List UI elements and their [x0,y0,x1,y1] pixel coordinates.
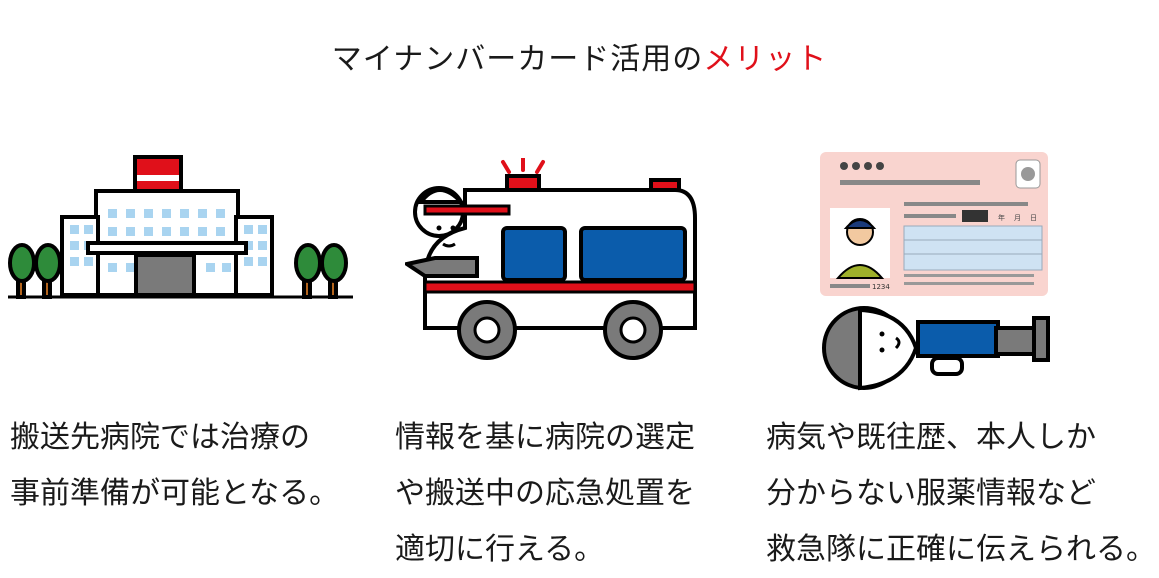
title-prefix: マイナンバーカード活用の [331,42,704,77]
benefit-3-line-3: 救急隊に正確に伝えられる。 [766,532,1156,567]
benefit-3-line-1: 病気や既往歴、本人しか [766,420,1096,455]
page-title: マイナンバーカード活用のメリット [0,34,1159,78]
card-year-label: 年 [998,213,1005,222]
benefit-description-3: 病気や既往歴、本人しか 分からない服薬情報など 救急隊に正確に伝えられる。 [766,410,1156,578]
benefit-3-line-2: 分からない服薬情報など [766,476,1096,511]
card-number: 1234 [872,283,890,291]
benefit-description-1: 搬送先病院では治療の 事前準備が可能となる。 [10,410,339,522]
benefit-description-2: 情報を基に病院の選定 や搬送中の応急処置を 適切に行える。 [395,410,695,578]
hospital-icon [8,155,353,299]
benefit-1-line-1: 搬送先病院では治療の [10,420,310,455]
ambulance-icon [405,158,697,360]
benefit-1-line-2: 事前準備が可能となる。 [10,476,340,511]
title-highlight: メリット [703,42,828,77]
my-number-card-icon: 年 月 日 1234 [820,152,1050,391]
benefit-2-line-1: 情報を基に病院の選定 [395,420,695,455]
benefit-2-line-3: 適切に行える。 [395,532,605,567]
card-day-label: 日 [1030,214,1037,222]
card-month-label: 月 [1014,214,1021,222]
benefit-2-line-2: や搬送中の応急処置を [395,476,695,511]
